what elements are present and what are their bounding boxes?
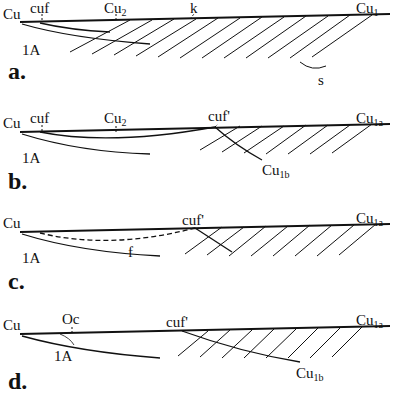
vein-label: cuf': [182, 212, 204, 228]
vein-label: Cu: [3, 6, 21, 22]
panel-letter: c.: [8, 268, 25, 294]
vein-label: Cu1b: [262, 162, 290, 178]
vein-label: Cu1b: [296, 365, 324, 381]
panel-letter: b.: [8, 168, 27, 194]
vein-label: 1A: [54, 348, 72, 364]
vein-label: Cu1a: [356, 312, 383, 328]
panel-letter: a.: [8, 58, 26, 84]
vein-label: Cu1: [356, 0, 379, 16]
vein-label: 1A: [22, 150, 40, 166]
vein-label: s: [318, 72, 324, 88]
panel-letter: d.: [8, 368, 27, 394]
vein-label: 1A: [22, 250, 40, 266]
vein-label: cuf: [30, 0, 49, 16]
vein-label: Cu1a: [356, 110, 383, 126]
vein-label: f: [128, 244, 133, 260]
vein-label: Cu: [3, 115, 21, 131]
vein-label: Cu2: [104, 110, 127, 126]
vein-label: cuf': [208, 108, 230, 124]
vein-label: Cu1a: [356, 210, 383, 226]
vein-label: Oc: [62, 311, 80, 327]
vein-label: 1A: [22, 42, 40, 58]
vein-label: Cu: [3, 317, 21, 333]
vein-label: k: [190, 0, 198, 16]
vein-label: cuf': [166, 314, 188, 330]
vein-label: Cu2: [104, 0, 127, 16]
vein-label: cuf: [30, 110, 49, 126]
vein-label: Cu: [3, 215, 21, 231]
